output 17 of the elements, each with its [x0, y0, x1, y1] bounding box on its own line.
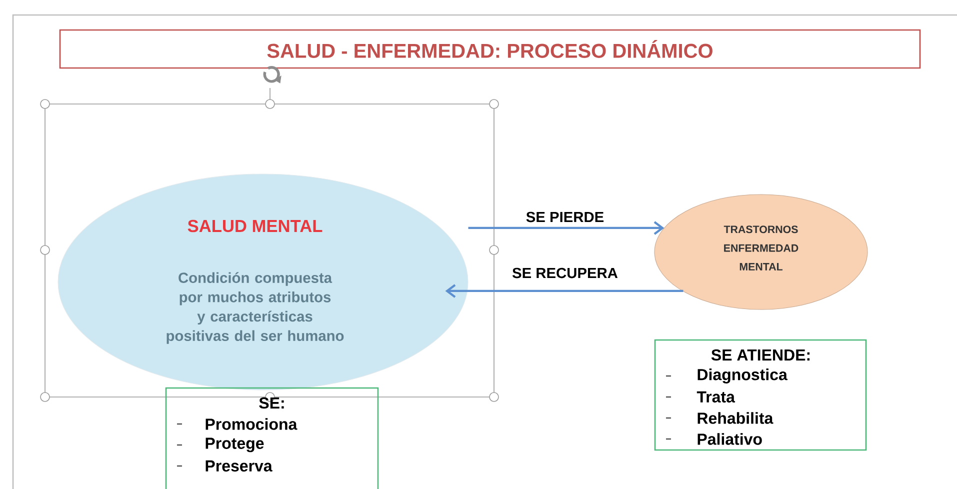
list-item: Rehabilita	[666, 412, 774, 424]
circle-text: Condición compuesta por muchos atributos y características positivas del ser humano	[166, 272, 344, 344]
title-box: SALUD - ENFERMEDAD: PROCESO DINÁMICO	[59, 29, 921, 69]
circle-text: TRASTORNOS ENFERMEDAD MENTAL	[724, 226, 798, 270]
list-item: Protege	[176, 438, 264, 452]
list-item: Trata	[666, 391, 736, 403]
list-item: Paliativo	[666, 433, 762, 445]
arrow	[445, 284, 684, 298]
list-item: Preserva	[176, 460, 272, 472]
list-item: Diagnostica	[666, 368, 788, 384]
edge-label: SE RECUPERA	[512, 268, 618, 278]
list-heading: SE ATIENDE:	[711, 349, 810, 361]
edge-label: SE PIERDE	[526, 212, 604, 222]
circle-heading: SALUD MENTAL	[188, 220, 322, 232]
arrow	[468, 221, 664, 235]
list-heading: SE:	[259, 397, 284, 409]
list-item: Promociona	[176, 418, 298, 430]
